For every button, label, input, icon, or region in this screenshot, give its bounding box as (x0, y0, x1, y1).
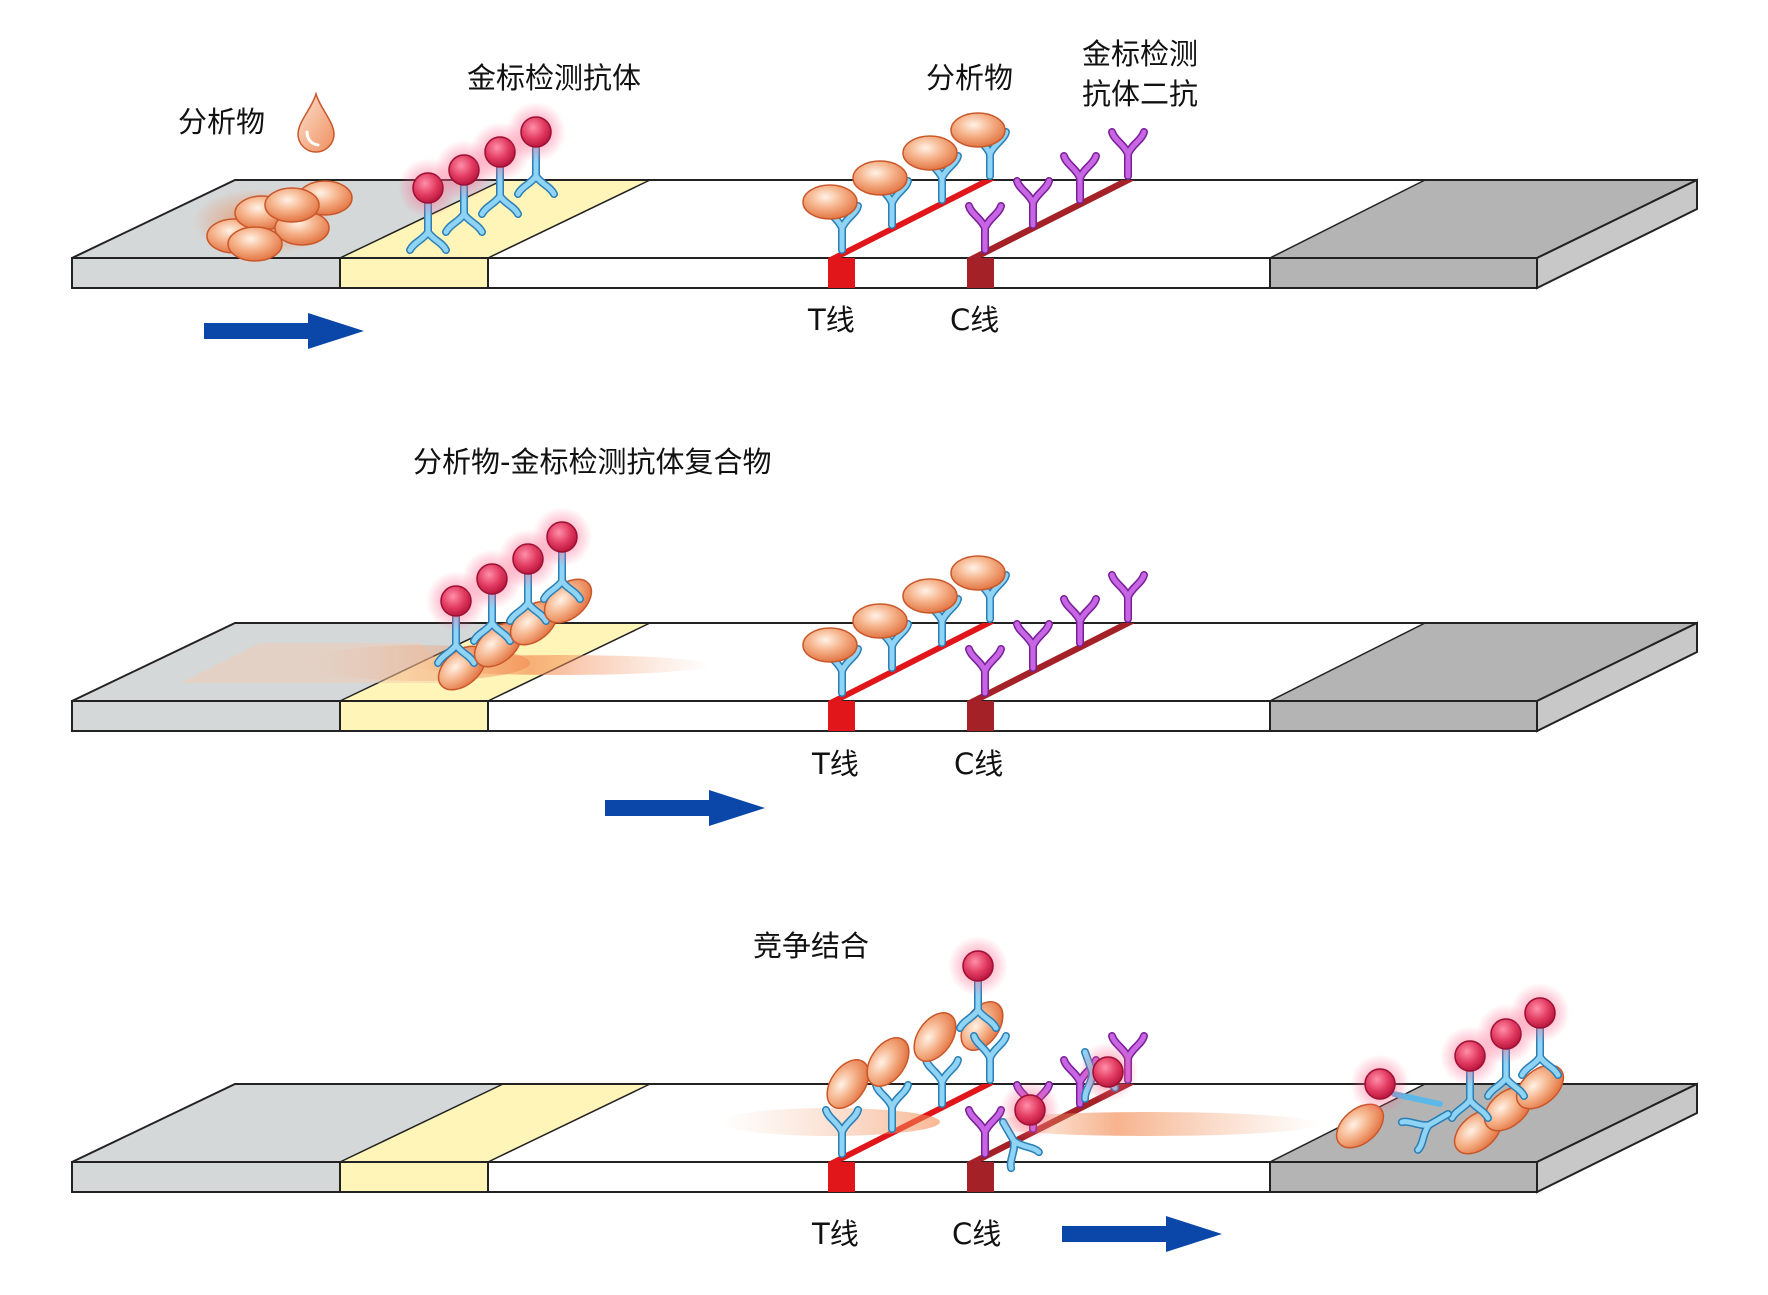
t-line-label-3: T线 (812, 1217, 859, 1251)
flow-arrow-2 (605, 790, 765, 826)
c-line-label-1: C线 (950, 303, 1000, 337)
c-line-label-2: C线 (954, 747, 1004, 781)
t-line-analyte-label: 分析物 (926, 61, 1014, 95)
t-line-label-2: T线 (812, 747, 859, 781)
c-line-label-3: C线 (952, 1217, 1002, 1251)
panel-1 (71, 91, 1698, 349)
secondary-antibody-label-line2: 抗体二抗 (1082, 77, 1199, 111)
flow-arrow-1 (204, 313, 364, 349)
panel-3 (71, 936, 1698, 1252)
complex-label: 分析物-金标检测抗体复合物 (413, 445, 772, 479)
panel-2 (71, 507, 1698, 826)
secondary-antibody-label-line1: 金标检测 (1082, 37, 1199, 71)
t-line-label-1: T线 (808, 303, 855, 337)
competition-label: 竞争结合 (753, 929, 870, 963)
conjugate-label: 金标检测抗体 (467, 61, 642, 95)
sample-analyte-label: 分析物 (178, 105, 266, 139)
flow-arrow-3 (1062, 1216, 1222, 1252)
droplet-icon (297, 91, 335, 153)
absorbent-complexes (1327, 983, 1571, 1164)
